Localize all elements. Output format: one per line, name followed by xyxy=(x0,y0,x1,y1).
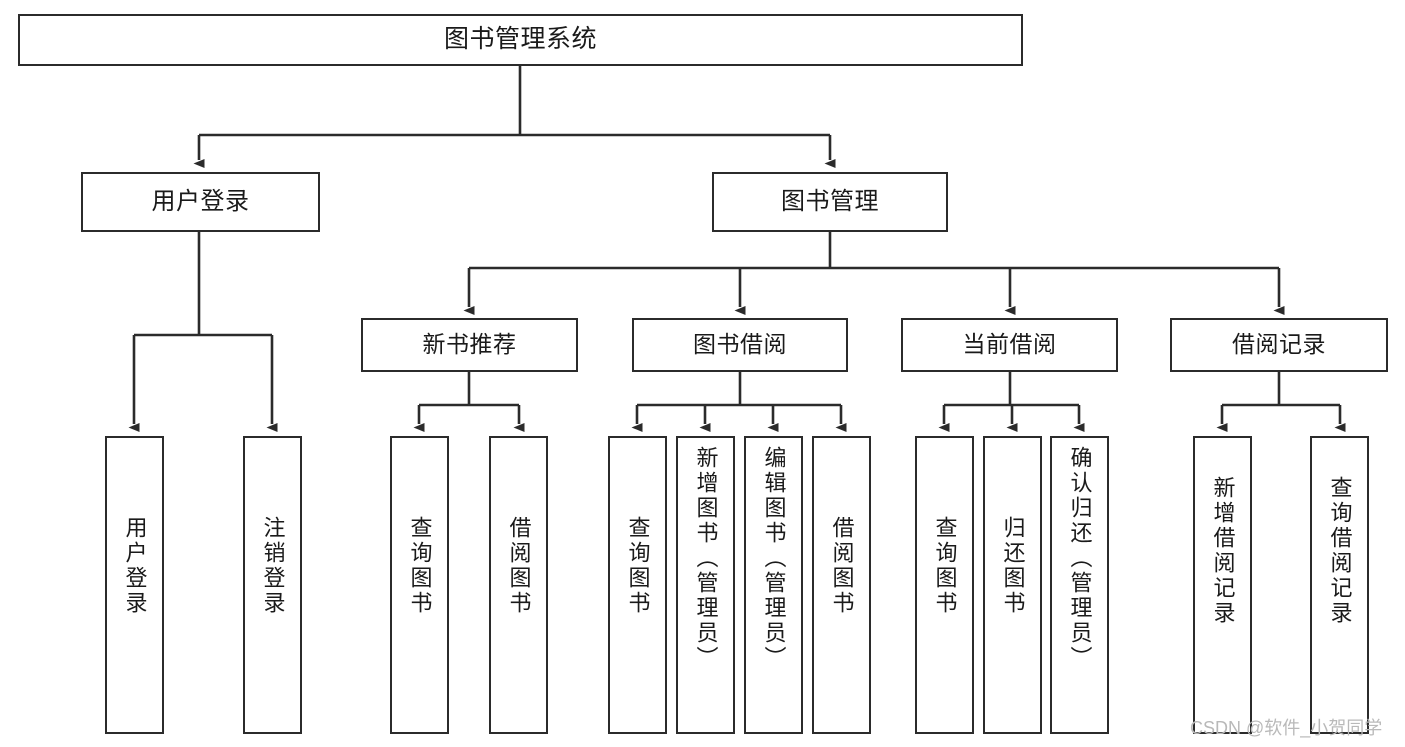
node-leaf-logout-login[interactable]: 注销登录 xyxy=(243,436,302,734)
node-user-login-label: 用户登录 xyxy=(151,187,250,215)
edge-userlogin-to-leaves xyxy=(128,232,278,432)
edge-borrowrecord-to-leaves xyxy=(1216,372,1346,432)
node-book-manage[interactable]: 图书管理 xyxy=(712,172,948,232)
node-leaf-confirm-return[interactable]: 确认归还（管理员） xyxy=(1050,436,1109,734)
node-current-borrow[interactable]: 当前借阅 xyxy=(901,318,1118,372)
node-leaf-query-book-3-label: 查询图书 xyxy=(932,516,958,616)
node-borrow-record-label: 借阅记录 xyxy=(1232,331,1326,358)
csdn-watermark: CSDN @软件_小贺同学 xyxy=(1190,718,1383,738)
node-root-label: 图书管理系统 xyxy=(443,25,597,54)
node-leaf-user-login[interactable]: 用户登录 xyxy=(105,436,164,734)
node-leaf-query-book-1-label: 查询图书 xyxy=(407,516,433,616)
node-leaf-edit-book-label: 编辑图书（管理员） xyxy=(761,446,787,671)
node-book-borrow[interactable]: 图书借阅 xyxy=(632,318,848,372)
edge-bookmanage-to-level3 xyxy=(463,232,1285,315)
node-borrow-record[interactable]: 借阅记录 xyxy=(1170,318,1388,372)
node-leaf-query-book-2-label: 查询图书 xyxy=(625,516,651,616)
node-leaf-query-record[interactable]: 查询借阅记录 xyxy=(1310,436,1369,734)
node-leaf-add-book[interactable]: 新增图书（管理员） xyxy=(676,436,735,734)
node-leaf-borrow-book-2-label: 借阅图书 xyxy=(829,516,855,616)
edge-newbook-to-leaves xyxy=(413,372,525,432)
node-leaf-add-book-label: 新增图书（管理员） xyxy=(693,446,719,671)
node-leaf-borrow-book-1-label: 借阅图书 xyxy=(506,516,532,616)
node-leaf-return-book-label: 归还图书 xyxy=(1000,516,1026,616)
node-user-login[interactable]: 用户登录 xyxy=(81,172,320,232)
node-leaf-return-book[interactable]: 归还图书 xyxy=(983,436,1042,734)
node-leaf-borrow-book-2[interactable]: 借阅图书 xyxy=(812,436,871,734)
node-leaf-query-book-2[interactable]: 查询图书 xyxy=(608,436,667,734)
node-leaf-query-book-3[interactable]: 查询图书 xyxy=(915,436,974,734)
node-leaf-add-record[interactable]: 新增借阅记录 xyxy=(1193,436,1252,734)
node-leaf-add-record-label: 新增借阅记录 xyxy=(1210,476,1236,626)
node-new-book-recommend[interactable]: 新书推荐 xyxy=(361,318,578,372)
node-book-manage-label: 图书管理 xyxy=(781,187,879,215)
edge-root-to-level2 xyxy=(193,66,836,168)
node-leaf-query-book-1[interactable]: 查询图书 xyxy=(390,436,449,734)
node-new-book-recommend-label: 新书推荐 xyxy=(422,331,517,358)
node-book-borrow-label: 图书借阅 xyxy=(693,331,787,358)
node-leaf-logout-login-label: 注销登录 xyxy=(260,516,286,616)
node-leaf-borrow-book-1[interactable]: 借阅图书 xyxy=(489,436,548,734)
node-leaf-edit-book[interactable]: 编辑图书（管理员） xyxy=(744,436,803,734)
node-leaf-user-login-label: 用户登录 xyxy=(122,516,148,616)
edge-bookborrow-to-leaves xyxy=(631,372,847,432)
edge-currentborrow-to-leaves xyxy=(938,372,1085,432)
node-current-borrow-label: 当前借阅 xyxy=(962,331,1057,358)
node-leaf-query-record-label: 查询借阅记录 xyxy=(1327,476,1353,626)
node-root-book-management-system[interactable]: 图书管理系统 xyxy=(18,14,1023,66)
node-leaf-confirm-return-label: 确认归还（管理员） xyxy=(1067,446,1093,671)
